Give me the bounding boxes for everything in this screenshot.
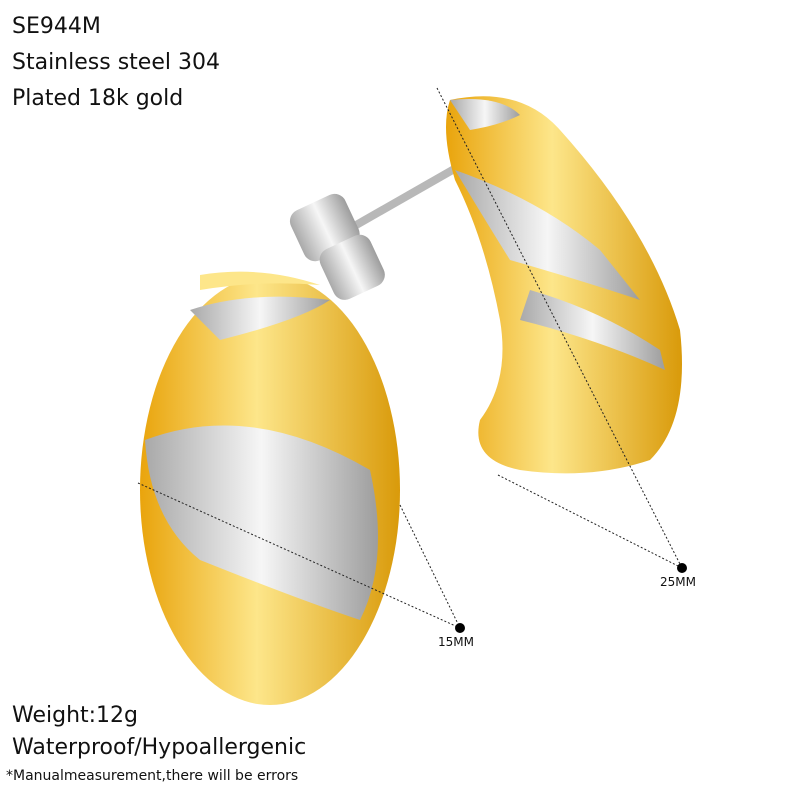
product-plating: Plated 18k gold bbox=[12, 86, 184, 111]
width-measurement-label: 15MM bbox=[438, 635, 474, 649]
product-features: Waterproof/Hypoallergenic bbox=[12, 735, 307, 760]
measure-point-length bbox=[677, 563, 687, 573]
measure-point-width bbox=[455, 623, 465, 633]
product-weight: Weight:12g bbox=[12, 703, 139, 728]
product-sku: SE944M bbox=[12, 14, 101, 39]
measurement-lines bbox=[137, 87, 683, 629]
earring-front-view bbox=[140, 271, 400, 705]
earring-side-view bbox=[446, 96, 682, 474]
earring-back-post bbox=[289, 156, 472, 300]
length-measurement-label: 25MM bbox=[660, 575, 696, 589]
product-material: Stainless steel 304 bbox=[12, 50, 220, 75]
measurement-disclaimer: *Manualmeasurement,there will be errors bbox=[6, 768, 299, 784]
